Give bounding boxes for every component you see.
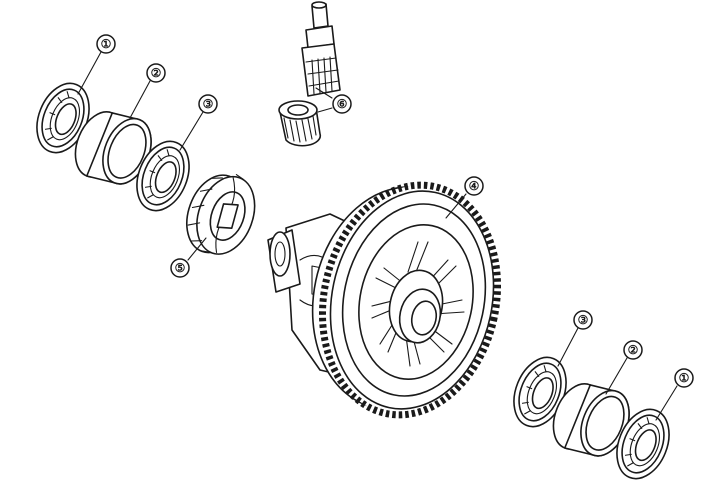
callout-1-left: ① (96, 34, 116, 54)
svg-text:②: ② (628, 343, 639, 357)
svg-text:③: ③ (203, 97, 214, 111)
side-gear (186, 173, 256, 255)
callout-5: ⑤ (170, 258, 190, 278)
callout-4: ④ (464, 176, 484, 196)
svg-text:④: ④ (469, 179, 480, 193)
svg-text:⑤: ⑤ (175, 261, 186, 275)
differential-assembly (267, 181, 502, 419)
svg-text:①: ① (679, 371, 690, 385)
svg-text:③: ③ (578, 313, 589, 327)
pinion-shaft (301, 1, 341, 97)
svg-text:①: ① (101, 37, 112, 51)
callout-2-left: ② (146, 63, 166, 83)
svg-text:②: ② (151, 66, 162, 80)
leader-lines (77, 51, 678, 421)
pinion-gear (278, 100, 322, 147)
callout-3-right: ③ (573, 310, 593, 330)
svg-text:⑥: ⑥ (337, 97, 348, 111)
callout-2-right: ② (623, 340, 643, 360)
callout-6: ⑥ (332, 94, 352, 114)
callout-3-left: ③ (198, 94, 218, 114)
callout-1-right: ① (674, 368, 694, 388)
